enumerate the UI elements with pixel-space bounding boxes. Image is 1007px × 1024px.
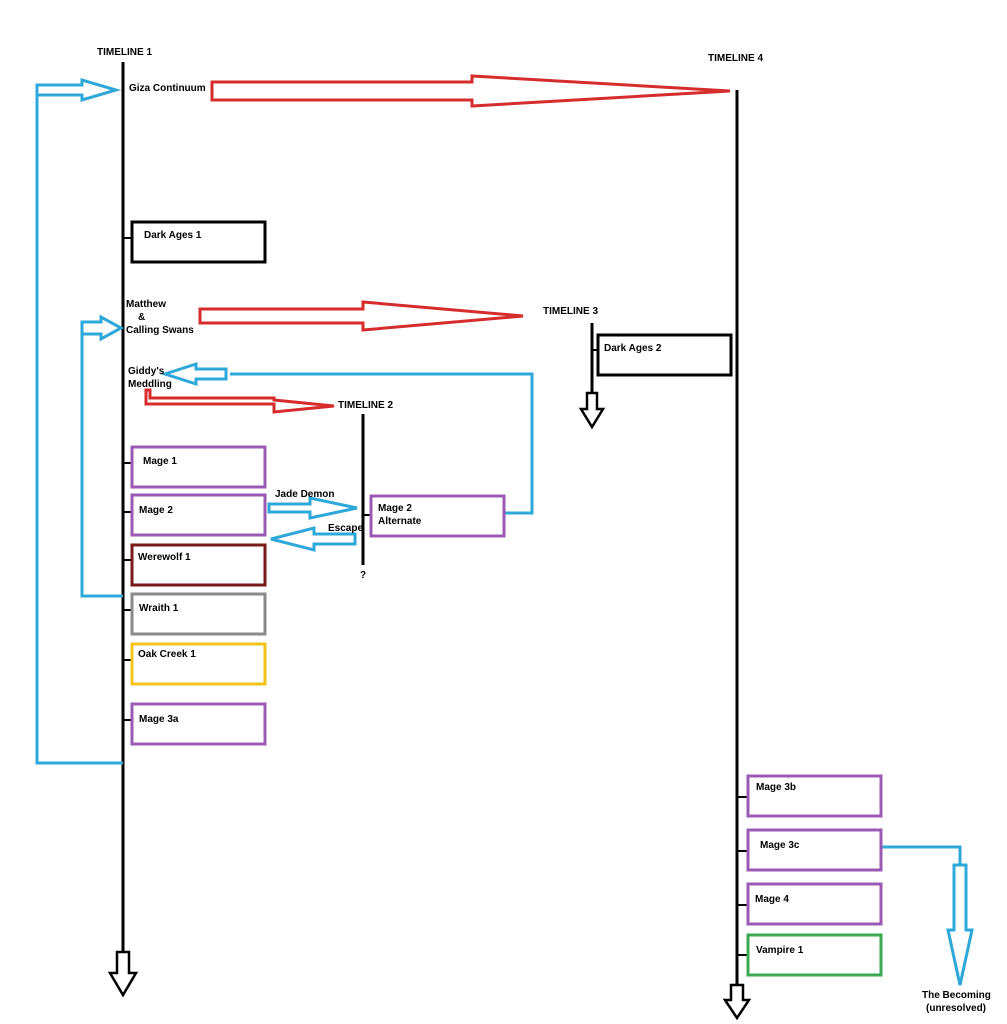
mage-3c-box bbox=[746, 828, 883, 872]
werewolf-1-label: Werewolf 1 bbox=[138, 552, 191, 563]
mage-3b-box bbox=[746, 774, 883, 818]
matthew-label-2: & bbox=[138, 312, 145, 323]
giddy-label-1: Giddy's bbox=[128, 366, 165, 377]
timeline-3-down-arrow-icon bbox=[578, 391, 606, 430]
wraith-1-box bbox=[130, 592, 267, 636]
dark-ages-1-label: Dark Ages 1 bbox=[144, 230, 202, 241]
dark-ages-2-label: Dark Ages 2 bbox=[604, 343, 662, 354]
becoming-label-1: The Becoming bbox=[922, 990, 991, 1001]
timeline-2-end-label: ? bbox=[360, 570, 366, 581]
giddy-to-timeline-2-arrow bbox=[144, 388, 335, 414]
jade-demon-arrow bbox=[267, 496, 358, 520]
mage-3c-label: Mage 3c bbox=[760, 840, 800, 851]
vampire-1-label: Vampire 1 bbox=[756, 945, 804, 956]
timeline-4-down-arrow-icon bbox=[722, 983, 752, 1021]
mage-2-alt-loop-line bbox=[230, 372, 534, 515]
giza-continuum-label: Giza Continuum bbox=[129, 83, 206, 94]
mage-2-alt-label-2: Alternate bbox=[378, 516, 422, 527]
mage-3a-loop-line bbox=[35, 88, 123, 765]
dark-ages-1-box bbox=[130, 220, 267, 264]
oak-creek-1-label: Oak Creek 1 bbox=[138, 649, 196, 660]
becoming-down-arrow bbox=[946, 863, 974, 986]
mage-4-label: Mage 4 bbox=[755, 894, 789, 905]
oak-creek-1-box bbox=[130, 642, 267, 686]
timeline-4-label: TIMELINE 4 bbox=[708, 53, 763, 64]
mage-1-box bbox=[130, 445, 267, 489]
loop-to-giddy-arrow bbox=[160, 361, 228, 387]
jade-demon-label: Jade Demon bbox=[275, 489, 334, 500]
timeline-2-label: TIMELINE 2 bbox=[338, 400, 393, 411]
werewolf-1-box bbox=[130, 543, 267, 587]
matthew-label-1: Matthew bbox=[126, 299, 166, 310]
mage-3c-branch-line bbox=[882, 845, 962, 865]
giddy-label-2: Meddling bbox=[128, 379, 172, 390]
mage-3a-label: Mage 3a bbox=[139, 714, 179, 725]
mage-2-box bbox=[130, 493, 267, 537]
timeline-3-label: TIMELINE 3 bbox=[543, 306, 598, 317]
wraith-1-label: Wraith 1 bbox=[139, 603, 179, 614]
mage-2-label: Mage 2 bbox=[139, 505, 173, 516]
mage-3a-box bbox=[130, 702, 267, 746]
becoming-label-2: (unresolved) bbox=[926, 1003, 986, 1014]
timeline-1-label: TIMELINE 1 bbox=[97, 47, 152, 58]
matthew-label-3: Calling Swans bbox=[126, 325, 194, 336]
timeline-1-down-arrow-icon bbox=[107, 950, 139, 998]
mage-2-alt-label-1: Mage 2 bbox=[378, 503, 412, 514]
matthew-to-timeline-3-arrow bbox=[198, 300, 524, 332]
escape-label: Escape bbox=[328, 523, 363, 534]
loop-to-giza-arrow bbox=[35, 77, 122, 103]
werewolf-loop-line bbox=[80, 328, 123, 598]
dark-ages-2-box bbox=[596, 333, 733, 377]
mage-1-label: Mage 1 bbox=[143, 456, 177, 467]
mage-2-alt-box bbox=[369, 494, 506, 538]
escape-arrow bbox=[270, 526, 357, 552]
giza-to-timeline-4-arrow bbox=[210, 74, 731, 108]
loop-to-matthew-arrow bbox=[80, 314, 125, 342]
mage-3b-label: Mage 3b bbox=[756, 782, 796, 793]
mage-4-box bbox=[746, 882, 883, 926]
vampire-1-box bbox=[746, 933, 883, 977]
